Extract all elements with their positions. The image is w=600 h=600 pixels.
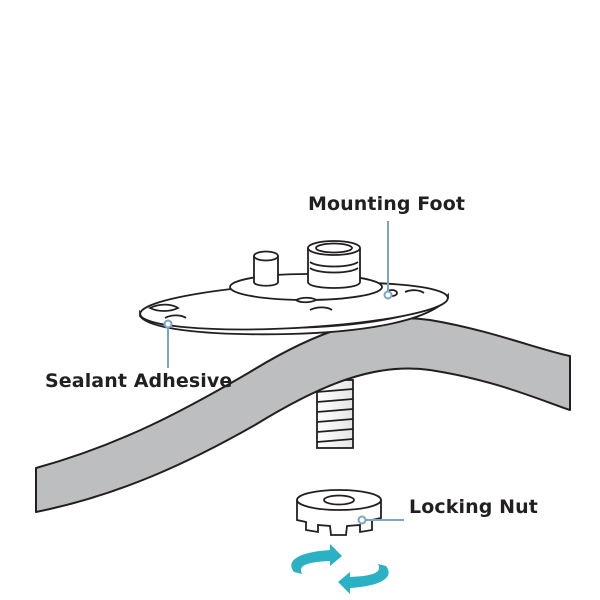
sealant-adhesive-label: Sealant Adhesive bbox=[45, 370, 233, 392]
mounting-foot bbox=[139, 240, 449, 336]
leader-lines bbox=[167, 221, 404, 521]
mounting-surface bbox=[35, 317, 571, 513]
locking-nut bbox=[296, 489, 382, 536]
leader-dot-locking-nut bbox=[357, 515, 367, 525]
mounting-foot-label: Mounting Foot bbox=[308, 193, 466, 215]
rotate-arrows-icon bbox=[291, 544, 389, 594]
threaded-stud bbox=[316, 379, 354, 449]
locking-nut-label: Locking Nut bbox=[409, 496, 538, 518]
leader-dot-sealant-adhesive bbox=[163, 319, 173, 329]
leader-dot-mounting-foot bbox=[383, 290, 393, 300]
